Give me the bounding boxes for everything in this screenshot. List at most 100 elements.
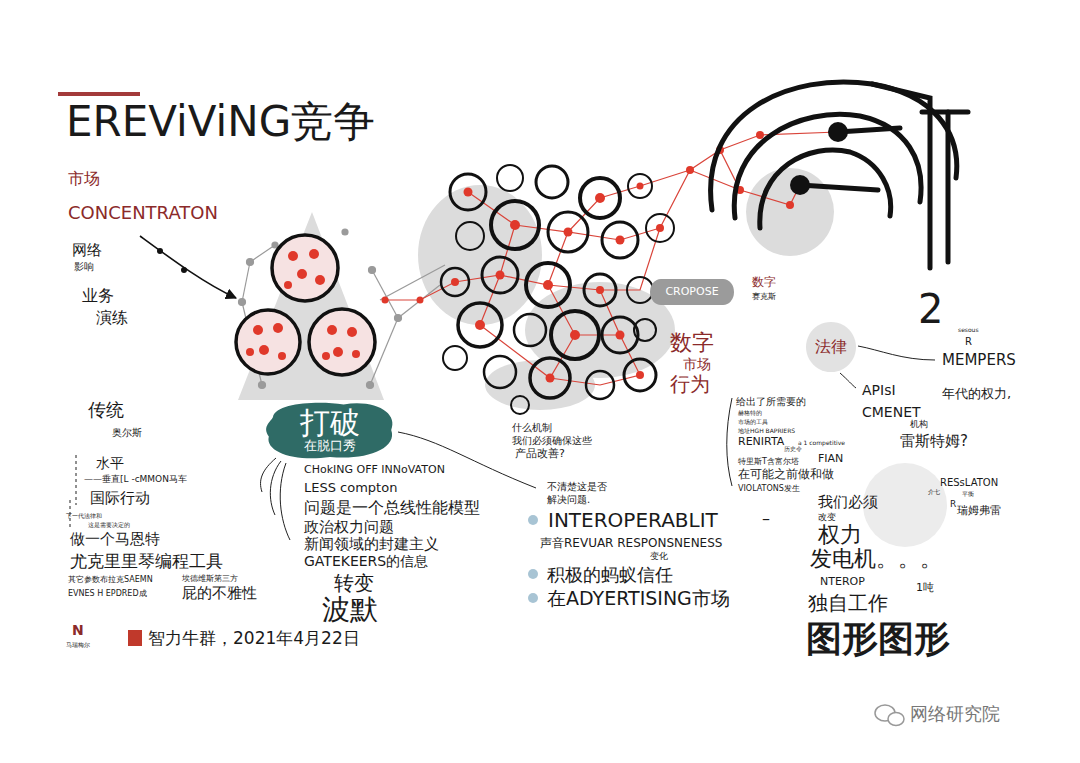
market-dots [259,345,269,355]
note-text: 发电机。。。 [810,546,942,571]
grey-ground [238,168,947,547]
market-circles [309,309,375,375]
note-text: APIsI [862,382,896,398]
leader-line [858,346,935,360]
node-dots [596,286,604,294]
network-arrow-dots [157,248,163,254]
head-scribble [760,150,891,228]
teal-blob: 打破在脱口秀 [262,398,398,462]
node-dots [475,320,485,330]
market-dots [284,281,292,289]
note-text: 这是需要决定的 [88,522,130,529]
market-circles-large [526,263,570,307]
note-text: 尤克里里琴编程工具 [70,552,223,572]
market-circles-large [530,358,570,398]
node-text: CROPOSE [665,286,718,298]
note-text: INTEROPERABLIT [548,509,718,532]
note-text: VIOLATONS发生 [738,484,800,493]
node-dots [616,331,625,340]
market-circles-large [586,371,614,399]
market-dots [288,251,298,261]
node-dots [595,193,605,203]
market-dots [297,269,307,279]
note-text: 市场 [683,356,711,372]
law-circle-fill [806,322,856,372]
note-text: 奥尔斯 [112,427,142,439]
grey-blob-fill [650,279,734,305]
market-circles-large [484,356,516,388]
market-dots [315,275,325,285]
note-text: 政治权力问题 [304,519,394,536]
node-text: 法律 [815,338,847,356]
head-scribble [800,185,878,190]
note-text: 市场的工具 [738,419,768,426]
note-text: 屁的不雅性 [182,585,257,602]
market-dots [246,348,254,356]
note-text: 解决问题. [547,494,590,506]
note-text: – [762,510,770,528]
market-dots [327,325,337,335]
note-text: 其它参数布拉克SAEMN [68,575,153,584]
head-scribble [946,112,951,262]
market-dots [322,352,330,360]
note-text: 数字 [752,276,776,290]
note-text: 不清楚这是否 [547,481,607,493]
red-links [690,170,800,205]
logo-letter: N [72,622,84,638]
node-dots [382,131,795,383]
watermark-icon [875,705,904,726]
node-dots [786,201,794,209]
note-text: 赛克斯 [752,292,776,301]
note-text: 我们必须 [818,494,878,511]
grey-network [380,265,445,300]
note-text: 什么机制 [512,422,552,434]
market-circles-large [580,178,620,218]
red-links [640,170,690,186]
node-dots [656,224,664,232]
red-links [468,186,640,232]
market-circles-large [443,346,467,370]
market-circles [236,235,375,375]
node-dots [417,297,424,304]
market-circles-large [514,314,546,346]
market-circles-large [511,396,529,414]
node-text: 打破 [300,406,360,439]
grey-network [272,242,278,248]
node-dots [546,374,555,383]
leader-line [280,463,290,540]
title-bar [58,92,140,96]
note-text: RESsLATON [940,477,998,489]
note-text: sesous [958,327,979,334]
head-dots [828,122,848,142]
market-dots [347,327,357,337]
note-text: R [950,499,956,509]
note-text: ——垂直[L -cMMON马车 [84,474,187,484]
market-circles-large [536,166,568,198]
logo-mark [128,630,142,646]
note-text: 数字 [670,330,714,355]
note-text: a 1 competitive [798,440,845,447]
market-circles-large [602,222,638,258]
note-text: 我们必须确保这些 [512,435,592,447]
market-circles-large [441,165,674,414]
leader-line [70,346,935,540]
head-dots [790,122,848,195]
note-text: FIAN [818,453,843,466]
note-text: 产品改善? [515,448,565,461]
grey-network [372,270,398,318]
node-text: 在脱口秀 [304,439,356,453]
node-dots [637,183,644,190]
market-circles-large [627,277,653,303]
grey-network [250,245,275,262]
market-dots [253,325,263,335]
note-text: 在ADYERTISING市场 [547,588,730,610]
market-circles [272,235,338,301]
note-text: 年代的权力, [942,387,1011,402]
grey-network [239,299,246,306]
market-dots [309,249,319,259]
note-text: 马瑞梅尔 [66,642,90,649]
note-text: LESS compton [304,481,397,496]
market-circles-large [491,201,539,249]
note-text: 给出了所需要的 [736,396,806,408]
note-text: 特里斯T含富尔塔 [738,457,799,466]
